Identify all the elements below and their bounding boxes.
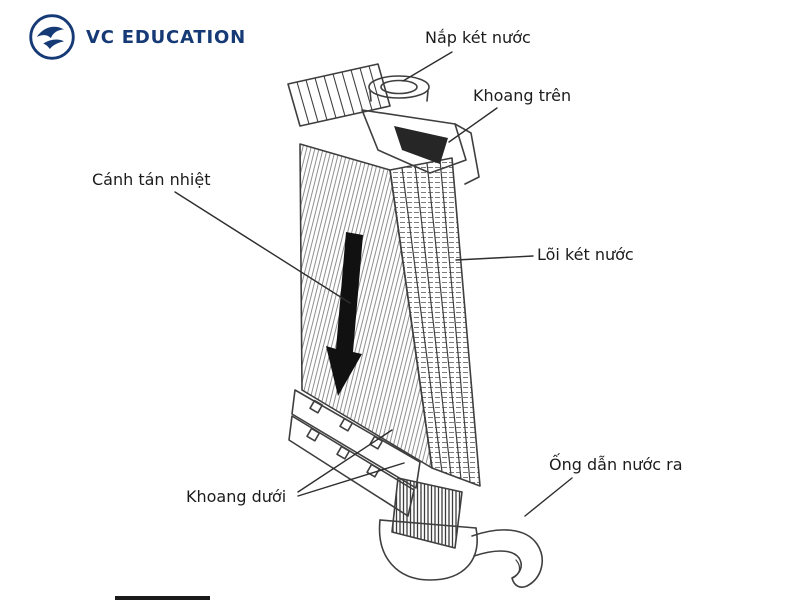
brand-logo: VC EDUCATION [28, 13, 246, 61]
label-radiator-cap: Nắp két nước [425, 28, 531, 47]
leader-lower-tank-1 [297, 429, 393, 493]
label-lower-tank: Khoang dưới [186, 487, 287, 506]
upper-tank-drawing [361, 109, 480, 185]
top-fins-band [287, 63, 391, 127]
leader-upper-tank [448, 107, 498, 143]
lower-tank-drawing [378, 519, 478, 581]
leader-cap [402, 51, 453, 82]
leader-lines [174, 51, 573, 517]
bird-logo-icon [29, 14, 75, 60]
label-upper-tank: Khoang trên [473, 86, 572, 105]
outlet-pipe-drawing [471, 529, 543, 588]
label-outlet-pipe: Ống dẫn nước ra [549, 455, 683, 474]
brand-name: VC EDUCATION [86, 26, 246, 48]
label-radiator-core: Lõi két nước [537, 245, 634, 264]
bottom-edge-artifact [115, 596, 210, 600]
coolant-flow-arrow [326, 232, 363, 396]
radiator-cap-drawing [368, 75, 430, 102]
leader-fins [174, 191, 351, 304]
leader-core [455, 255, 534, 261]
label-cooling-fins: Cánh tán nhiệt [92, 170, 211, 189]
leader-outlet [524, 477, 573, 517]
radiator-core-tubes-face [389, 157, 481, 487]
tube-bottoms-block [391, 477, 463, 549]
leader-lower-tank-2 [297, 462, 405, 497]
